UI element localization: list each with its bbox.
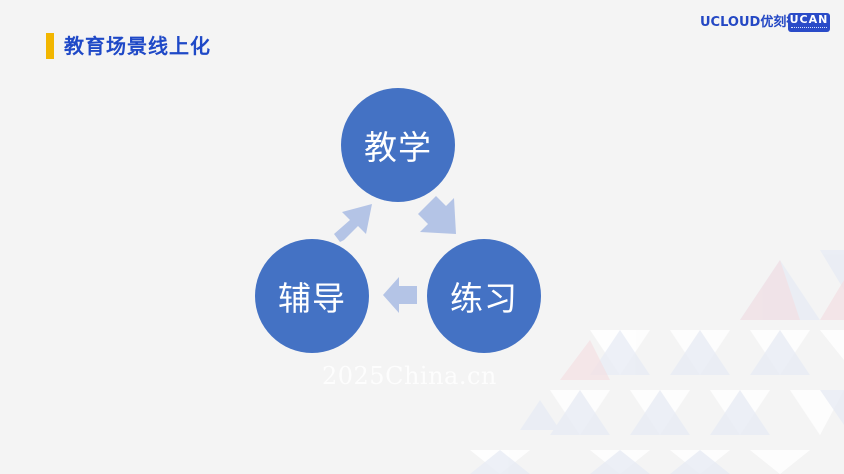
watermark: 2025China.cn: [322, 362, 497, 390]
title-accent-bar: [46, 33, 54, 59]
cycle-node-practice: 练习: [427, 239, 541, 353]
arrow-left-icon: [383, 277, 417, 313]
ucan-logo-stripe: [791, 27, 827, 32]
ucan-logo: UCAN: [788, 13, 830, 32]
cycle-node-tutoring-label: 辅导: [278, 279, 346, 318]
arrow-right-up-icon: [334, 204, 372, 242]
cycle-node-tutoring: 辅导: [255, 239, 369, 353]
cycle-node-teaching: 教学: [341, 88, 455, 202]
ucloud-logo: UCLOUD优刻得: [700, 15, 800, 30]
page-title: 教育场景线上化: [64, 34, 211, 58]
cycle-node-practice-label: 练习: [450, 279, 518, 318]
cycle-node-teaching-label: 教学: [364, 128, 432, 167]
ucan-logo-text: UCAN: [789, 13, 829, 26]
arrow-right-down-icon: [418, 196, 456, 234]
